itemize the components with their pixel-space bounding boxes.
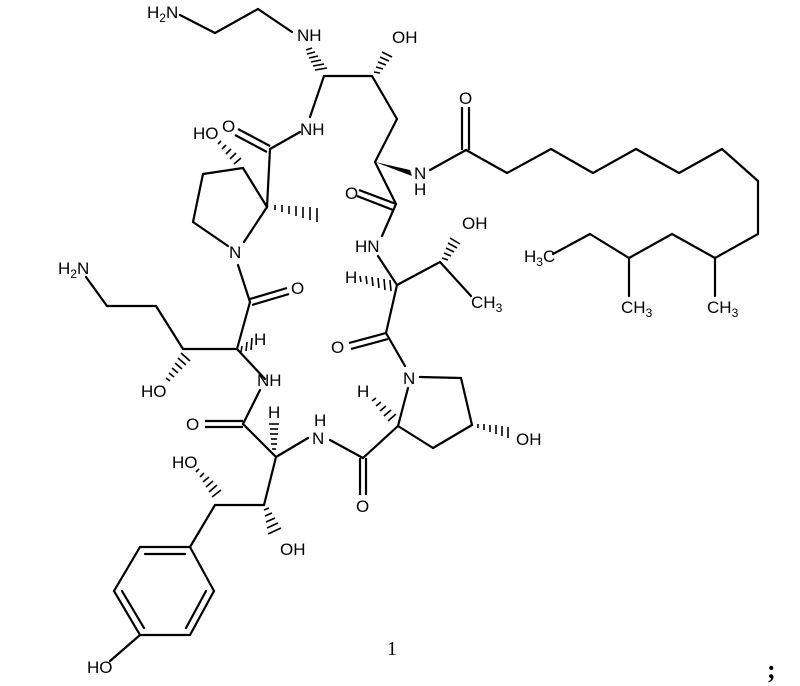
label-nh-top: NH [297, 26, 322, 45]
hash-bond-ho-left [165, 352, 191, 382]
label-ho-left: HO [141, 382, 167, 401]
ethylenediamine-chain [178, 7, 294, 35]
label-h3c-tail: H3C [524, 247, 555, 269]
label-ch3-tail1: CH3 [621, 298, 653, 320]
hash-bond-oh-thr [441, 237, 461, 261]
label-o-lipid: O [459, 89, 472, 108]
label-nh-lipid-h: H [414, 180, 426, 199]
label-n-bottom: N [312, 429, 324, 448]
label-n-pyrrolidine1: N [229, 243, 241, 262]
label-o-left2: O [186, 415, 199, 434]
label-ho-phenol: HO [87, 658, 113, 677]
label-n-lipid: N [414, 164, 426, 183]
hash-bond-methyl [274, 205, 318, 222]
hash-bond-ho-diol [195, 468, 222, 498]
hydroxyproline-ring [396, 375, 474, 450]
lipid-chain [428, 107, 760, 298]
wedge-bond-lipid [375, 162, 412, 176]
label-ho-diol: HO [172, 453, 198, 472]
hash-bond-oh-pro [477, 424, 509, 438]
label-o-thr-carbonyl: O [331, 338, 344, 357]
hash-bond-h-thr [359, 275, 392, 292]
hash-bond-nh-top [305, 47, 328, 71]
label-h-pro: H [357, 382, 369, 401]
label-nh-bottom-h: H [314, 411, 326, 430]
hash-bond-h-left2 [269, 423, 279, 450]
label-o-amide-top: O [222, 117, 235, 136]
phenol-ring [112, 545, 216, 637]
label-oh-pro: OH [516, 430, 542, 449]
label-n-pyrrolidine2: N [403, 369, 415, 388]
label-hn-thr: HN [355, 237, 380, 256]
label-nh-amide-top: NH [300, 120, 325, 139]
methylproline-ring [191, 166, 269, 248]
label-h-left: H [254, 330, 266, 349]
label-ho-pyrrolidine: HO [193, 124, 219, 143]
label-h-left2: H [268, 403, 280, 422]
hash-bond-h-pro [371, 397, 397, 422]
label-o-mid: O [345, 184, 358, 203]
label-oh-top: OH [392, 28, 418, 47]
label-oh-thr: OH [462, 214, 488, 233]
label-h2n-top: H2N [147, 3, 178, 25]
label-h2n-left: H2N [58, 259, 89, 281]
label-o-bottom: O [356, 497, 369, 516]
label-h-thr: H [345, 268, 357, 287]
hash-bond-oh-top [373, 51, 393, 74]
label-o-left1: O [291, 279, 304, 298]
hash-bond-ho-pyrrolidine [217, 140, 242, 165]
hash-bond-h-left [240, 337, 253, 353]
hash-bond-oh-diol [263, 507, 282, 535]
label-ch3-tail2: CH3 [707, 298, 739, 320]
compound-number: 1 [387, 638, 397, 660]
label-ch3-thr: CH3 [471, 293, 503, 315]
label-oh-diol: OH [280, 540, 306, 559]
trailing-semicolon: ; [767, 655, 776, 684]
